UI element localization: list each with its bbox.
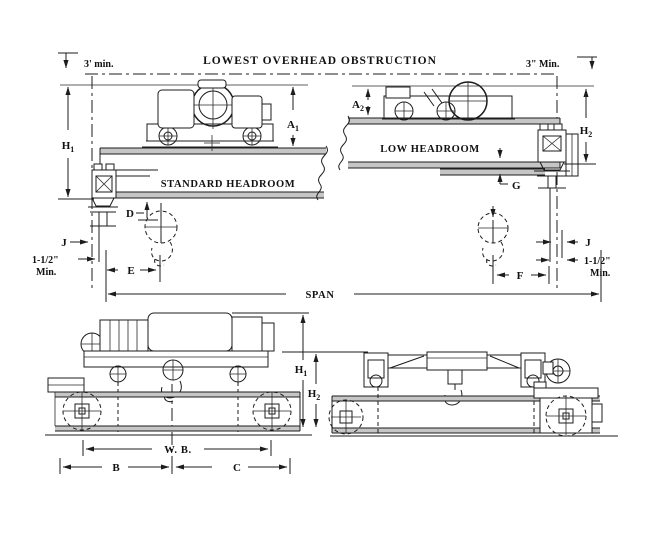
- girder-break-right-view: [338, 115, 350, 171]
- min-clearance-left: 1-1/2" Min.: [32, 255, 96, 278]
- b-dim: B: [59, 458, 173, 474]
- h1-top-label: H1: [62, 140, 75, 154]
- wheelbase-dim: W. B.: [82, 440, 272, 456]
- clearance-right-label: 3" Min.: [526, 59, 560, 70]
- d-dim: D: [126, 201, 158, 221]
- e-label: E: [127, 265, 134, 277]
- hoist-motor: [157, 89, 195, 129]
- clearance-left-dim: 3' min.: [58, 52, 114, 70]
- f-dim: F: [492, 255, 550, 284]
- d-label: D: [126, 208, 134, 220]
- min-clearance-right: 1-1/2" Min.: [536, 256, 611, 279]
- a1-dim: A1: [281, 86, 305, 149]
- right-view-end-truck: [533, 381, 603, 437]
- wheelbase-label: W. B.: [164, 445, 191, 456]
- low-headroom-label: LOW HEADROOM: [380, 144, 479, 155]
- clearance-right-dim: 3" Min.: [526, 56, 597, 70]
- h1-top-dim: H1: [58, 86, 94, 200]
- min-left-line1: 1-1/2": [32, 255, 59, 266]
- right-hook: [477, 206, 509, 267]
- left-side-elevation: [45, 312, 312, 458]
- top-cross-section-views: LOWEST OVERHEAD OBSTRUCTION 3' min. 3" M…: [32, 52, 611, 302]
- a2-dim: A2: [352, 88, 371, 116]
- left-end-truck: [88, 163, 158, 302]
- j-right-dim: J: [536, 237, 591, 249]
- bottom-side-elevation-views: H1 H2: [45, 312, 618, 474]
- obstruction-label: LOWEST OVERHEAD OBSTRUCTION: [203, 55, 437, 67]
- clearance-left-label: 3' min.: [84, 59, 114, 70]
- min-left-line2: Min.: [36, 267, 57, 278]
- standard-headroom-label: STANDARD HEADROOM: [161, 179, 296, 190]
- right-side-elevation: [328, 351, 618, 437]
- standard-headroom-view: STANDARD HEADROOM: [88, 79, 328, 302]
- hoist-housing: [147, 312, 233, 352]
- span-dim: SPAN: [105, 250, 602, 302]
- right-rail-wheel: [539, 161, 565, 171]
- min-right-line2: Min.: [590, 268, 611, 279]
- hook-glyph-right: [482, 241, 504, 262]
- hoist-gearbox: [231, 95, 263, 129]
- g-dim: G: [497, 148, 521, 192]
- trolley-load-bar: [83, 350, 269, 368]
- h1-bottom-dim: H1: [232, 312, 312, 428]
- h1-bottom-label: H1: [295, 364, 308, 378]
- low-headroom-trolley: [382, 81, 515, 121]
- c-dim: C: [175, 458, 291, 474]
- j-left-dim: J: [61, 237, 89, 249]
- span-label: SPAN: [305, 290, 334, 301]
- b-label: B: [112, 462, 120, 474]
- j-right-label: J: [585, 237, 591, 249]
- standard-hoist-trolley: [142, 79, 278, 151]
- j-left-label: J: [61, 237, 67, 249]
- right-end-truck: [534, 123, 579, 262]
- min-right-line1: 1-1/2": [584, 256, 611, 267]
- a1-label: A1: [287, 119, 299, 133]
- h2-bottom-label: H2: [308, 388, 321, 402]
- c-label: C: [233, 462, 241, 474]
- low-hoist-body: [426, 351, 488, 371]
- g-label: G: [512, 180, 521, 192]
- hook-glyph: [151, 241, 173, 262]
- a2-label: A2: [352, 99, 364, 113]
- h2-bottom-dim: H2: [282, 351, 368, 428]
- girder-break-left-view: [316, 145, 328, 201]
- h2-top-label: H2: [580, 125, 593, 139]
- low-headroom-view: LOW HEADROOM: [338, 81, 579, 267]
- f-label: F: [517, 270, 524, 282]
- e-dim: E: [106, 255, 161, 282]
- left-rail-wheel: [91, 197, 115, 207]
- left-hook: [144, 203, 178, 267]
- h2-top-dim: H2: [564, 88, 596, 165]
